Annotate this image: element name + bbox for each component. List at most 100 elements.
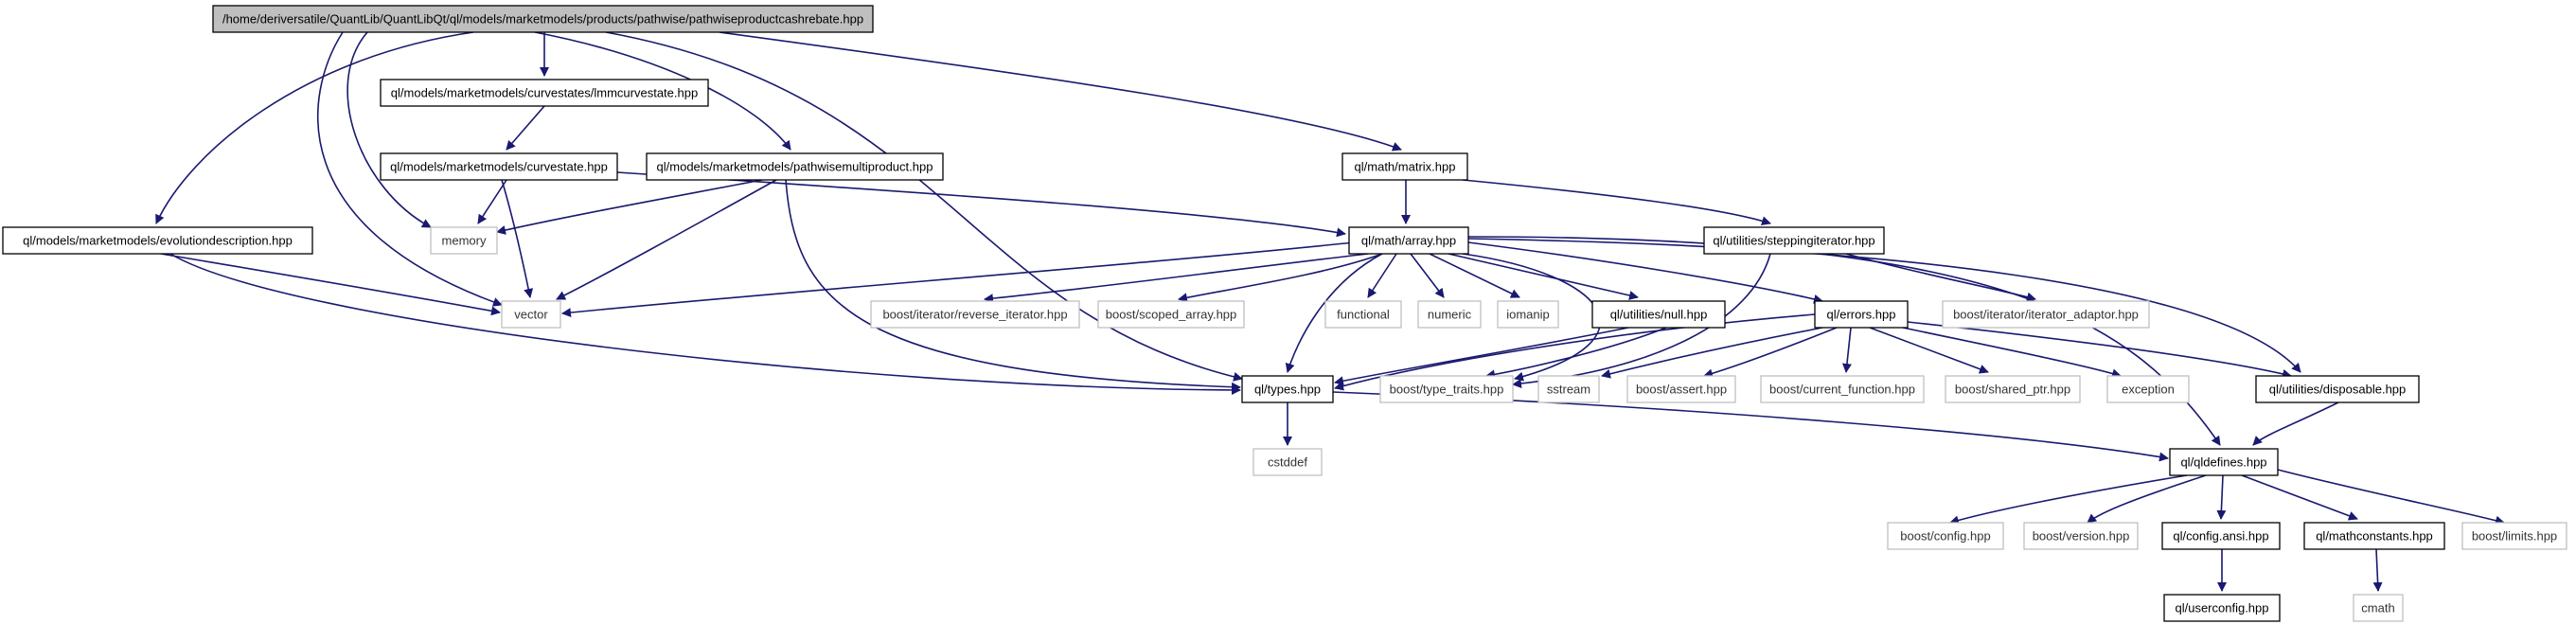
node-box: [1626, 375, 1736, 403]
edge-errors-curfunc: [1841, 327, 1852, 373]
node-sharedptr: boost/shared_ptr.hpp: [1945, 375, 2081, 403]
node-sstream: sstream: [1537, 375, 1600, 403]
node-errors[interactable]: ql/errors.hpp: [1814, 300, 1909, 329]
edge-errors-sstream: [1601, 327, 1823, 379]
node-label: ql/models/marketmodels/evolutiondescript…: [23, 234, 293, 248]
node-cstddef: cstddef: [1252, 448, 1323, 476]
node-assert: boost/assert.hpp: [1626, 375, 1736, 403]
node-label: boost/current_function.hpp: [1769, 383, 1915, 397]
node-label: ql/models/marketmodels/pathwisemultiprod…: [657, 160, 933, 174]
node-null[interactable]: ql/utilities/null.hpp: [1591, 300, 1726, 329]
node-box: [430, 226, 498, 255]
node-bversion: boost/version.hpp: [2023, 522, 2139, 550]
edge-errors-assert: [1703, 327, 1838, 379]
node-label: vector: [514, 308, 548, 322]
edge-null-typetraits: [1485, 327, 1667, 380]
node-box: [1379, 375, 1514, 403]
node-box: [2, 226, 313, 255]
node-mathconst[interactable]: ql/mathconstants.hpp: [2303, 522, 2445, 550]
node-box: [1703, 226, 1885, 255]
edge-qldefines-blimits: [2277, 469, 2505, 526]
node-label: exception: [2122, 383, 2175, 397]
node-lmmcurvestate[interactable]: ql/models/marketmodels/curvestates/lmmcu…: [380, 79, 709, 107]
node-box: [2163, 594, 2281, 622]
edge-errors-sharedptr: [1869, 327, 1989, 374]
node-box: [1887, 522, 2004, 550]
node-exception: exception: [2106, 375, 2190, 403]
node-stepping[interactable]: ql/utilities/steppingiterator.hpp: [1703, 226, 1885, 255]
node-box: [2161, 522, 2281, 550]
node-label: ql/models/marketmodels/curvestates/lmmcu…: [391, 86, 698, 100]
node-bconfig: boost/config.hpp: [1887, 522, 2004, 550]
node-box: [870, 300, 1080, 329]
node-userconfig[interactable]: ql/userconfig.hpp: [2163, 594, 2281, 622]
node-label: sstream: [1547, 383, 1590, 397]
node-label: memory: [442, 234, 487, 248]
node-box: [1324, 300, 1402, 329]
edge-qldefines-configansi: [2216, 474, 2227, 520]
node-vector: vector: [501, 300, 561, 329]
graph-nodes: /home/deriversatile/QuantLib/QuantLibQt/…: [2, 5, 2567, 622]
node-evolution[interactable]: ql/models/marketmodels/evolutiondescript…: [2, 226, 313, 255]
node-configansi[interactable]: ql/config.ansi.hpp: [2161, 522, 2281, 550]
edge-mathconst-cmath: [2372, 548, 2383, 592]
node-box: [2303, 522, 2445, 550]
node-box: [212, 5, 874, 33]
edge-array-null: [1448, 253, 1639, 300]
edge-curvestate-array: [616, 171, 1346, 238]
node-label: boost/version.hpp: [2033, 529, 2130, 544]
node-iteradaptor: boost/iterator/iterator_adaptor.hpp: [1942, 300, 2150, 329]
node-pathwisemulti[interactable]: ql/models/marketmodels/pathwisemultiprod…: [646, 152, 944, 181]
node-label: numeric: [1428, 308, 1472, 322]
node-label: ql/qldefines.hpp: [2180, 455, 2266, 470]
edge-root-vector: [317, 31, 503, 307]
edge-lmmcurvestate-curvestate: [506, 105, 545, 151]
node-label: ql/mathconstants.hpp: [2316, 529, 2433, 544]
node-functional: functional: [1324, 300, 1402, 329]
node-root[interactable]: /home/deriversatile/QuantLib/QuantLibQt/…: [212, 5, 874, 33]
edge-array-errors: [1467, 241, 1823, 304]
node-box: [646, 152, 944, 181]
node-label: cstddef: [1268, 455, 1307, 470]
edge-root-evolution: [155, 31, 474, 224]
node-label: ql/utilities/disposable.hpp: [2269, 383, 2407, 397]
node-label: ql/errors.hpp: [1827, 308, 1896, 322]
edge-pathwisemulti-memory: [496, 179, 763, 235]
node-label: /home/deriversatile/QuantLib/QuantLibQt/…: [222, 12, 863, 27]
edge-qldefines-mathconst: [2241, 474, 2358, 521]
node-matrix[interactable]: ql/math/matrix.hpp: [1341, 152, 1468, 181]
edge-array-scopedarray: [1178, 253, 1383, 303]
edge-array-numeric: [1410, 253, 1445, 298]
node-label: functional: [1337, 308, 1390, 322]
node-box: [380, 152, 618, 181]
node-memory: memory: [430, 226, 498, 255]
node-box: [1591, 300, 1726, 329]
edge-array-disposable: [1467, 238, 2301, 373]
node-box: [2255, 375, 2420, 403]
edge-errors-exception: [1902, 327, 2122, 379]
node-disposable[interactable]: ql/utilities/disposable.hpp: [2255, 375, 2420, 403]
node-curvestate[interactable]: ql/models/marketmodels/curvestate.hpp: [380, 152, 618, 181]
edge-curvestate-vector: [501, 179, 534, 298]
node-label: ql/models/marketmodels/curvestate.hpp: [390, 160, 608, 174]
node-box: [2353, 594, 2404, 622]
edge-errors-types: [1334, 313, 1816, 391]
node-label: boost/shared_ptr.hpp: [1955, 383, 2070, 397]
node-label: ql/utilities/steppingiterator.hpp: [1713, 234, 1874, 248]
node-reverseiter: boost/iterator/reverse_iterator.hpp: [870, 300, 1080, 329]
node-box: [380, 79, 709, 107]
node-label: ql/math/array.hpp: [1361, 234, 1456, 248]
edge-null-types: [1334, 327, 1629, 386]
node-qldefines[interactable]: ql/qldefines.hpp: [2169, 448, 2279, 476]
node-array[interactable]: ql/math/array.hpp: [1348, 226, 1469, 255]
node-label: ql/userconfig.hpp: [2175, 601, 2268, 615]
node-box: [2023, 522, 2139, 550]
node-label: ql/utilities/null.hpp: [1610, 308, 1708, 322]
node-types[interactable]: ql/types.hpp: [1241, 375, 1334, 403]
edge-qldefines-bconfig: [1949, 474, 2188, 526]
node-box: [1341, 152, 1468, 181]
node-label: ql/math/matrix.hpp: [1355, 160, 1456, 174]
node-box: [2169, 448, 2279, 476]
node-box: [1537, 375, 1600, 403]
node-box: [1497, 300, 1559, 329]
